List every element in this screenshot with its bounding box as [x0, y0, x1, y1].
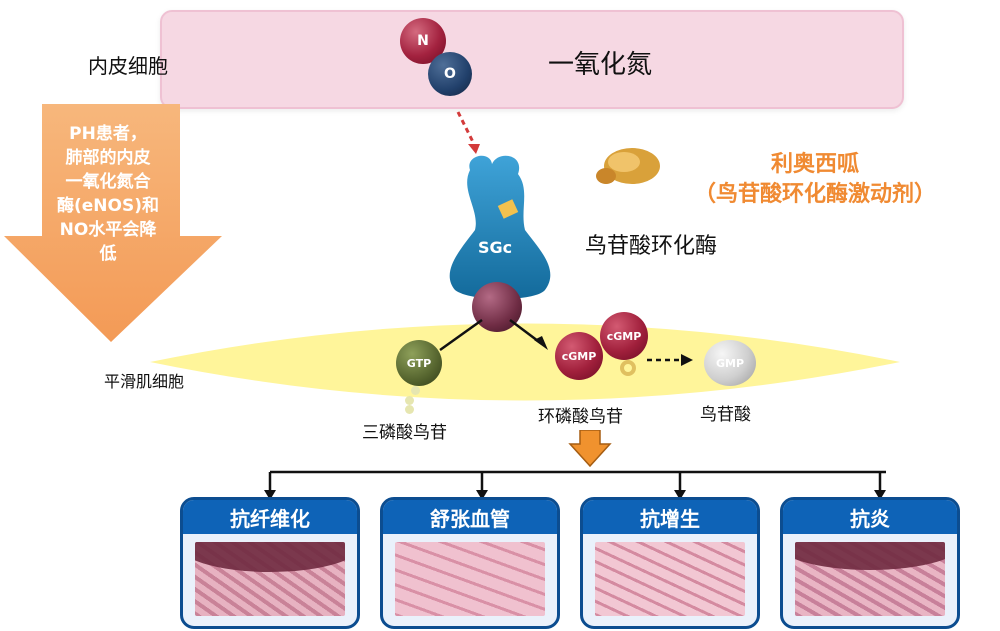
nitric-oxide-label: 一氧化氮: [548, 50, 653, 80]
effects-connector: [264, 470, 886, 500]
riociguat-molecule-icon: [596, 148, 660, 184]
effect-panel-antiproliferation: 抗增生: [580, 497, 760, 629]
endothelial-label: 内皮细胞: [88, 54, 168, 78]
gtp-molecule: GTP: [396, 340, 442, 386]
effect-panel-antiinflammation: 抗炎: [780, 497, 960, 629]
antifibrosis-image: [195, 542, 345, 616]
smooth-muscle-cell: [150, 323, 900, 401]
effect-panel-antifibrosis: 抗纤维化: [180, 497, 360, 629]
effects-down-arrow: [568, 430, 612, 468]
no-o-text: O: [444, 66, 456, 82]
cgmp-molecule-2: cGMP: [600, 312, 648, 360]
cgmp-molecule-1: cGMP: [555, 332, 603, 380]
cgmp-text-1: cGMP: [561, 349, 597, 363]
no-n-text: N: [417, 33, 429, 49]
cgmp-text-2: cGMP: [606, 329, 642, 343]
gtp-text: GTP: [406, 356, 432, 370]
guanylate-cyclase-label: 鸟苷酸环化酶: [585, 234, 718, 259]
cgmp-caption: 环磷酸鸟苷: [538, 407, 623, 427]
gtp-caption: 三磷酸鸟苷: [362, 423, 447, 443]
no-oxygen-atom: O: [428, 52, 472, 96]
ph-decrease-arrow: [4, 104, 222, 342]
gmp-text: GMP: [715, 356, 745, 370]
antiproliferation-image: [595, 542, 745, 616]
gmp-caption: 鸟苷酸: [700, 405, 751, 425]
riociguat-title: 利奥西呱 （鸟苷酸环化酶激动剂）: [650, 150, 980, 210]
cgmp-ring: [620, 360, 636, 376]
sgc-label: SGc: [478, 238, 513, 257]
riociguat-name: 利奥西呱: [770, 152, 859, 177]
effect-panel-vasodilation: 舒张血管: [380, 497, 560, 629]
riociguat-subtitle: （鸟苷酸环化酶激动剂）: [693, 182, 936, 207]
antiinflammation-image: [795, 542, 945, 616]
cgmp-to-gmp-arrow: [647, 354, 693, 366]
panel-title-antiproliferation: 抗增生: [583, 500, 757, 534]
no-to-sgc-arrow: [456, 111, 480, 154]
gtp-phosphate-tail: [405, 386, 421, 414]
panel-title-vasodilation: 舒张血管: [383, 500, 557, 534]
vasodilation-image: [395, 542, 545, 616]
endothelial-cell-band: [160, 10, 904, 109]
panel-title-antiinflammation: 抗炎: [783, 500, 957, 534]
ph-note-text: PH患者， 肺部的内皮 一氧化氮合 酶(eNOS)和 NO水平会降 低: [57, 124, 159, 264]
sgc-enzyme: [449, 155, 551, 299]
smooth-muscle-label: 平滑肌细胞: [104, 372, 185, 391]
gmp-molecule: GMP: [704, 340, 756, 386]
panel-title-antifibrosis: 抗纤维化: [183, 500, 357, 534]
no-nitrogen-atom: N: [400, 18, 446, 64]
reaction-arrows: [439, 318, 548, 352]
